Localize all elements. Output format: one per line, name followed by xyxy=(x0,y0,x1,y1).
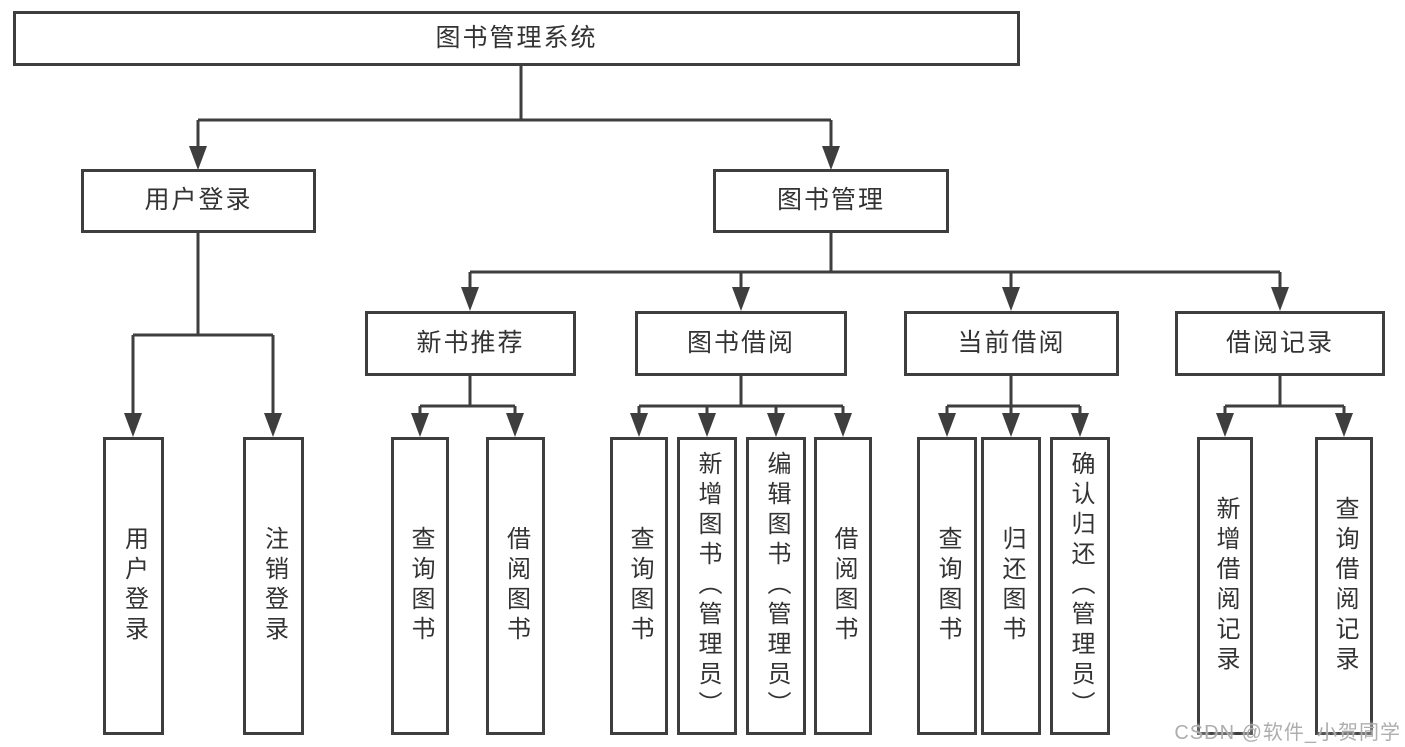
leaf-query-books-recommend: 查询图书 xyxy=(391,437,449,735)
node-new-book-recommend: 新书推荐 xyxy=(365,311,576,376)
leaf-logout: 注销登录 xyxy=(243,437,304,735)
csdn-watermark: CSDN @软件_小贺同学 xyxy=(1174,722,1401,744)
leaf-user-login: 用户登录 xyxy=(103,437,164,735)
leaf-borrow-books: 借阅图书 xyxy=(814,437,872,735)
leaf-edit-book-admin: 编辑图书（管理员） xyxy=(746,437,806,735)
leaf-query-books-borrow: 查询图书 xyxy=(610,437,668,735)
leaf-return-book: 归还图书 xyxy=(981,437,1041,735)
leaf-borrow-books-recommend: 借阅图书 xyxy=(486,437,545,735)
node-library-management-system: 图书管理系统 xyxy=(13,11,1020,66)
node-user-login: 用户登录 xyxy=(81,169,316,233)
node-current-borrow: 当前借阅 xyxy=(904,311,1119,376)
leaf-query-borrow-record: 查询借阅记录 xyxy=(1315,437,1373,735)
node-book-management: 图书管理 xyxy=(713,169,949,233)
node-book-borrow: 图书借阅 xyxy=(635,311,847,376)
leaf-add-borrow-record: 新增借阅记录 xyxy=(1197,437,1253,735)
node-borrow-records: 借阅记录 xyxy=(1175,311,1385,376)
leaf-add-book-admin: 新增图书（管理员） xyxy=(677,437,737,735)
leaf-query-books-current: 查询图书 xyxy=(917,437,977,735)
leaf-confirm-return-admin: 确认归还（管理员） xyxy=(1050,437,1110,735)
